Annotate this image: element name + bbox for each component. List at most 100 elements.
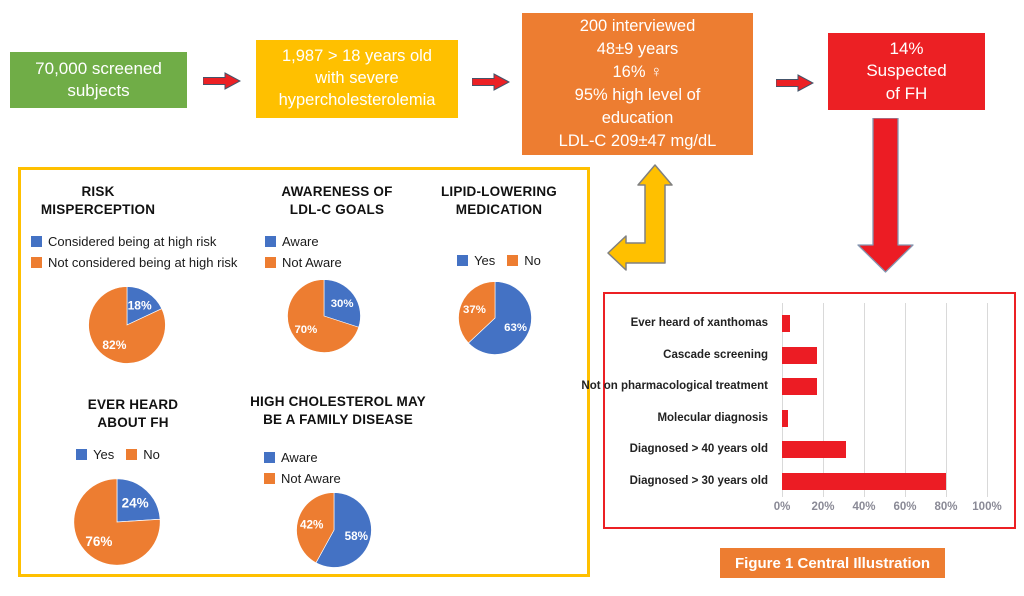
- bar-category-label: Cascade screening: [663, 348, 768, 361]
- bar-row: Molecular diagnosis: [605, 409, 1014, 428]
- legend-item: Not Aware: [265, 255, 342, 270]
- legend-swatch-icon: [76, 449, 88, 460]
- legend-label: Not Aware: [282, 255, 342, 270]
- legend-swatch-icon: [264, 473, 275, 484]
- legend-item: Not considered being at high risk: [31, 255, 237, 270]
- bar: [782, 346, 817, 364]
- x-axis-tick-label: 40%: [852, 501, 876, 513]
- bar-chart-gridlines: [782, 303, 988, 497]
- bar-row: Not on pharmacological treatment: [581, 378, 1014, 396]
- legend-swatch-icon: [264, 452, 275, 463]
- bar-category-label: Ever heard of xanthomas: [630, 317, 768, 329]
- x-axis-tick-label: 80%: [934, 501, 958, 513]
- right-arrow-icon: [203, 72, 241, 90]
- legend-ever-heard-fh: Yes No: [53, 447, 183, 462]
- legend-swatch-icon: [265, 236, 276, 247]
- pie-chart-lipid-lowering: 63% 37%: [457, 280, 533, 356]
- legend-label: Yes: [474, 253, 496, 268]
- suspected-fh-box: 14% Suspected of FH: [828, 33, 985, 110]
- gridline: [864, 303, 865, 497]
- legend-item: No: [126, 447, 160, 462]
- x-axis-tick-label: 100%: [972, 501, 1002, 513]
- legend-item: Considered being at high risk: [31, 234, 237, 249]
- pie-title-family-disease: HIGH CHOLESTEROL MAY BE A FAMILY DISEASE: [250, 394, 426, 427]
- gridline: [823, 303, 824, 497]
- bar-category-label: Molecular diagnosis: [657, 411, 768, 424]
- legend-swatch-icon: [507, 255, 519, 266]
- legend-label: Considered being at high risk: [48, 234, 217, 249]
- legend-label: No: [524, 253, 541, 268]
- pie-slice: [116, 478, 161, 523]
- bar-row: Diagnosed > 40 years old: [605, 441, 1014, 459]
- legend-swatch-icon: [265, 257, 276, 268]
- gridline: [987, 303, 988, 497]
- legend-item: No: [507, 253, 541, 268]
- right-arrow-icon: [472, 73, 510, 91]
- legend-label: Yes: [93, 447, 115, 462]
- x-axis-tick-label: 20%: [811, 501, 835, 513]
- pie-slice-label: 63%: [504, 322, 527, 334]
- legend-swatch-icon: [457, 255, 469, 266]
- screened-subjects-box: 70,000 screened subjects: [10, 52, 187, 108]
- legend-label: Not Aware: [281, 471, 341, 486]
- figure-caption: Figure 1 Central Illustration: [720, 548, 945, 578]
- legend-item: Yes: [76, 447, 114, 462]
- pie-slice: [88, 286, 166, 364]
- bar: [782, 315, 791, 332]
- pie-slice-label: 37%: [463, 304, 486, 316]
- pie-title-ever-heard-fh: EVER HEARD ABOUT FH: [87, 397, 179, 430]
- pie-title-risk-misperception: RISK MISPERCEPTION: [40, 184, 156, 217]
- legend-lipid-lowering: Yes No: [419, 253, 579, 268]
- bar-row: Cascade screening: [605, 346, 1014, 365]
- pie-chart-ever-heard-fh: 24% 76%: [72, 477, 162, 567]
- bar-category-label: Diagnosed > 30 years old: [629, 475, 768, 487]
- interviewed-box: 200 interviewed 48±9 years 16% ♀ 95% hig…: [522, 13, 753, 155]
- bar: [782, 378, 817, 396]
- pie-chart-awareness-ldlc: 30% 70%: [286, 278, 362, 354]
- pie-slice-label: 70%: [294, 324, 317, 336]
- x-axis-tick-label: 60%: [893, 501, 917, 513]
- pie-slice-label: 18%: [128, 298, 152, 312]
- pie-slice: [296, 492, 335, 564]
- pie-title-awareness-ldlc: AWARENESS OF LDL-C GOALS: [281, 184, 393, 217]
- gridline: [782, 303, 783, 497]
- pie-slice-label: 76%: [85, 534, 112, 549]
- pie-slice: [287, 279, 360, 353]
- elbow-up-left-arrow-icon: [607, 164, 673, 271]
- legend-label: Not considered being at high risk: [48, 255, 238, 270]
- pie-slice-label: 82%: [102, 338, 126, 352]
- bar: [782, 409, 789, 427]
- pie-slice: [467, 281, 532, 355]
- legend-label: Aware: [282, 234, 319, 249]
- pie-slice: [73, 478, 161, 566]
- bar: [782, 441, 846, 459]
- legend-swatch-icon: [31, 257, 42, 268]
- right-arrow-icon: [776, 74, 814, 92]
- pie-slice: [458, 281, 496, 344]
- legend-item: Aware: [265, 234, 342, 249]
- down-arrow-icon: [857, 118, 914, 273]
- pie-slice-label: 42%: [300, 518, 324, 531]
- bar-row: Ever heard of xanthomas: [605, 315, 1014, 333]
- pie-slice-label: 30%: [331, 298, 354, 310]
- pie-slice-label: 58%: [345, 530, 369, 543]
- pie-title-lipid-lowering: LIPID-LOWERING MEDICATION: [440, 184, 558, 217]
- bar: [782, 473, 946, 490]
- pie-chart-family-disease: 58% 42%: [295, 491, 373, 569]
- legend-item: Aware: [264, 450, 341, 465]
- bar-category-label: Not on pharmacological treatment: [581, 380, 768, 393]
- x-axis-tick-label: 0%: [773, 501, 791, 513]
- gridline: [905, 303, 906, 497]
- age-group-box: 1,987 > 18 years old with severe hyperch…: [256, 40, 458, 118]
- pie-slice: [323, 279, 361, 328]
- pie-chart-risk-misperception: 18% 82%: [87, 285, 167, 365]
- bar-category-label: Diagnosed > 40 years old: [629, 443, 768, 456]
- gridline: [946, 303, 947, 497]
- pie-slice-label: 24%: [122, 495, 149, 510]
